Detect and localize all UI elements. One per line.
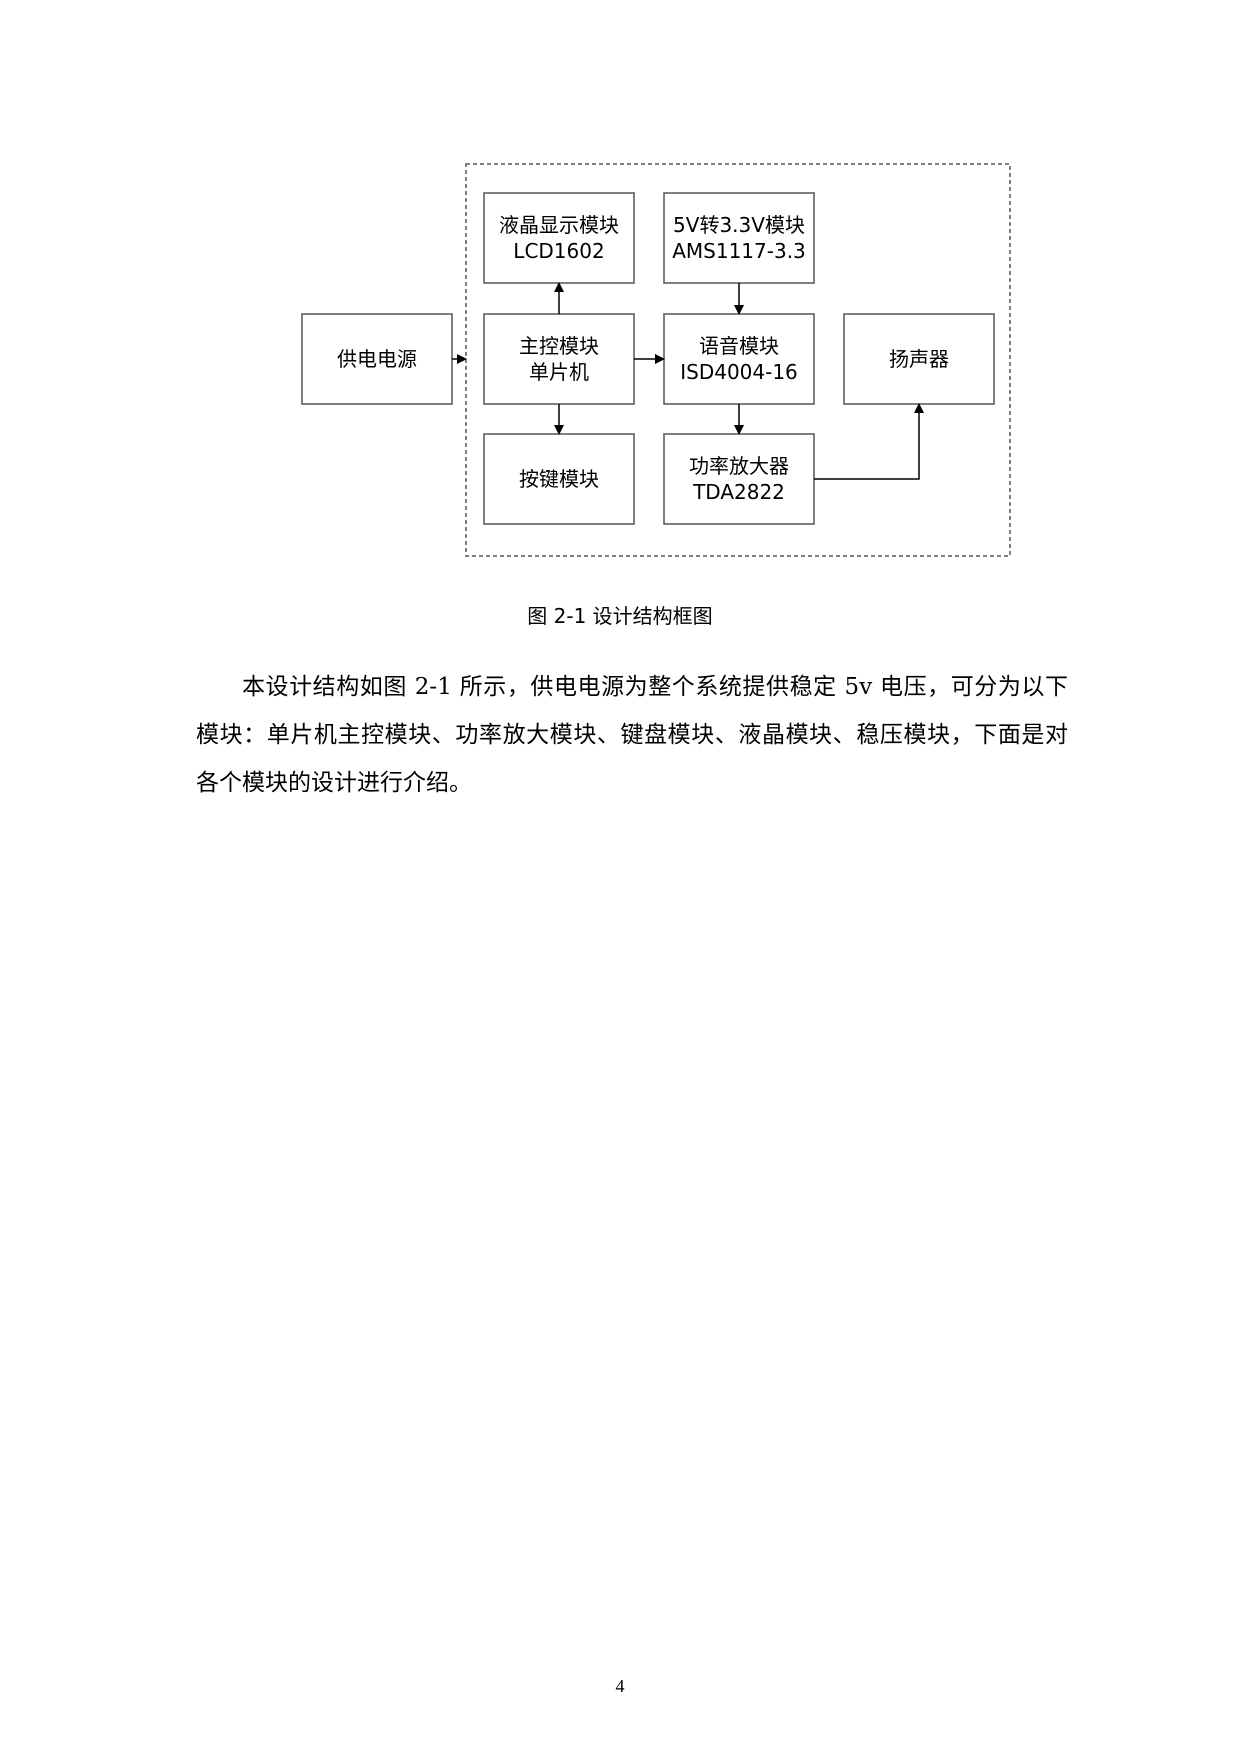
arrow-amplifier-to-speaker [814, 403, 924, 480]
block-voice-model: ISD4004-16 [680, 360, 798, 384]
block-power-supply: 供电电源 [301, 313, 453, 405]
block-voice-module: 语音模块 ISD4004-16 [663, 313, 815, 405]
block-amplifier-model: TDA2822 [692, 480, 785, 504]
figure-caption: 图 2-1 设计结构框图 [527, 604, 713, 628]
block-regulator-model: AMS1117-3.3 [672, 239, 806, 263]
block-speaker: 扬声器 [843, 313, 995, 405]
block-speaker-label: 扬声器 [889, 347, 949, 371]
block-keys-module: 按键模块 [483, 433, 635, 525]
block-lcd-module: 液晶显示模块 LCD1602 [483, 192, 635, 284]
block-regulator-label: 5V转3.3V模块 [673, 213, 805, 237]
block-keys-label: 按键模块 [519, 467, 599, 491]
block-power-supply-label: 供电电源 [337, 347, 417, 371]
block-mcu-module: 主控模块 单片机 [483, 313, 635, 405]
block-lcd-label: 液晶显示模块 [499, 213, 619, 237]
block-mcu-label: 主控模块 [519, 334, 599, 358]
block-lcd-model: LCD1602 [513, 239, 604, 263]
block-amplifier: 功率放大器 TDA2822 [663, 433, 815, 525]
block-amplifier-label: 功率放大器 [689, 454, 789, 478]
page-number: 4 [615, 1676, 625, 1696]
system-block-diagram: 供电电源 液晶显示模块 LCD1602 5V转3.3V模块 AMS1117-3.… [301, 163, 1011, 557]
block-regulator-module: 5V转3.3V模块 AMS1117-3.3 [663, 192, 815, 284]
block-voice-label: 语音模块 [699, 334, 779, 358]
block-mcu-sub: 单片机 [529, 360, 589, 384]
body-paragraph: 本设计结构如图 2-1 所示，供电电源为整个系统提供稳定 5v 电压，可分为以下… [196, 674, 1068, 796]
